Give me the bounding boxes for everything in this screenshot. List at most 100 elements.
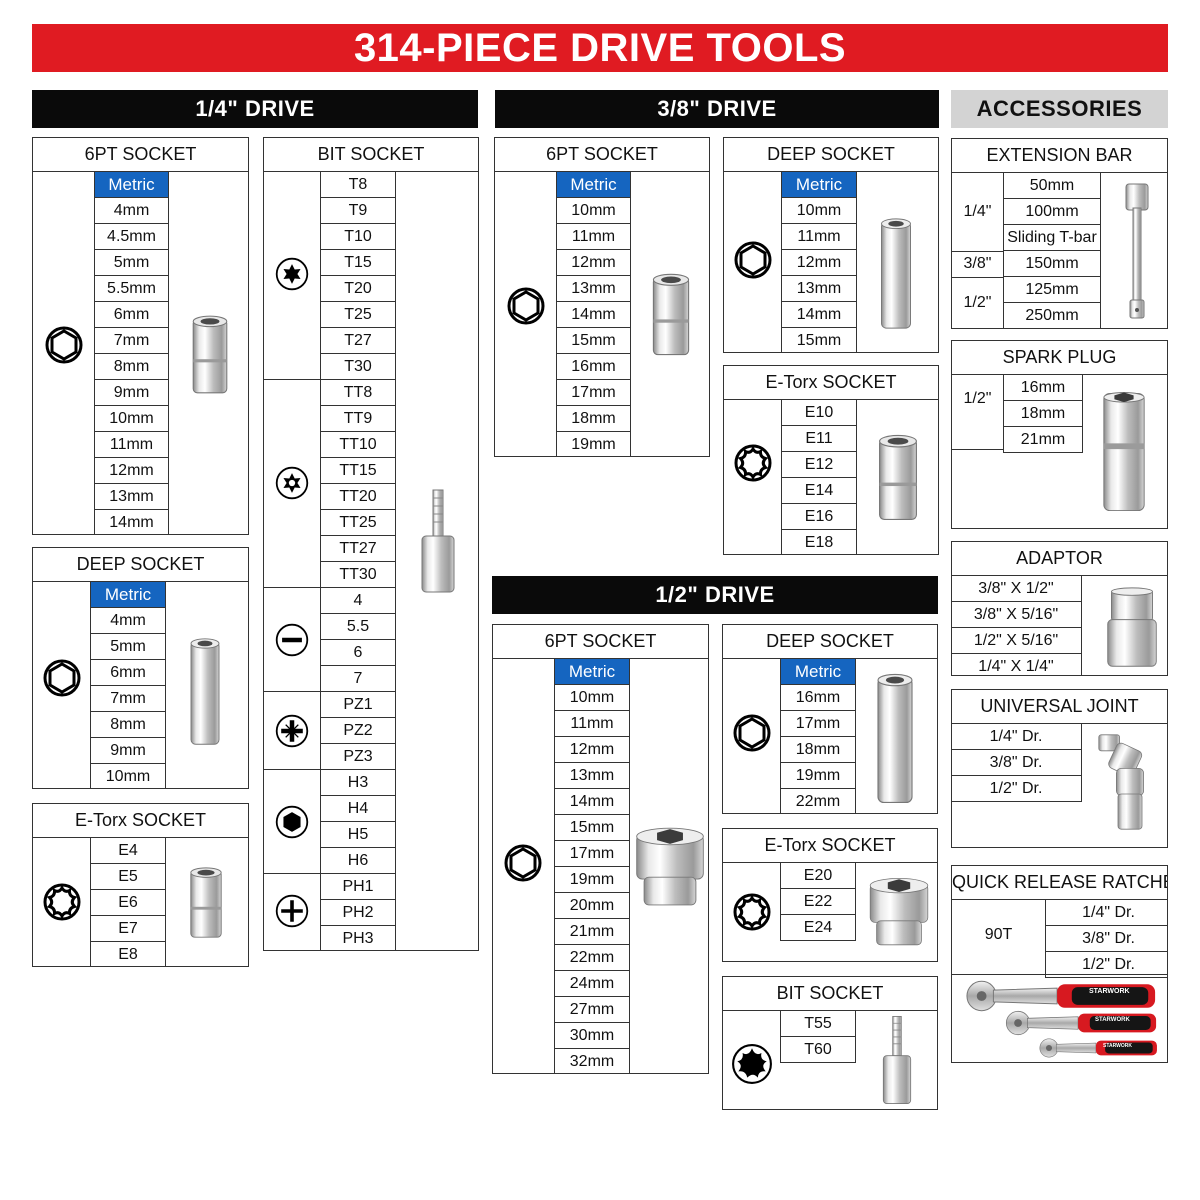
size-column: E10 E11 E12 E14 E16 E18 [781, 400, 857, 554]
panel-title: ADAPTOR [952, 542, 1167, 576]
bit-cell: T9 [321, 198, 395, 224]
ratchet-cell: 1/4" Dr. [1046, 900, 1167, 926]
size-cell: 12mm [95, 458, 168, 484]
metric-header: Metric [557, 172, 630, 198]
size-column: E4 E5 E6 E7 E8 [90, 838, 166, 966]
ratchet-cell: 1/2" Dr. [1046, 952, 1167, 978]
group-divider [952, 277, 1004, 278]
size-cell: 7mm [95, 328, 168, 354]
bit-cell: PZ2 [321, 718, 395, 744]
size-cell: 19mm [571, 436, 616, 453]
bit-cell: T30 [321, 354, 395, 380]
group-divider [264, 769, 321, 770]
size-cell: 13mm [95, 484, 168, 510]
adaptor-panel: ADAPTOR 3/8" X 1/2" 3/8" X 5/16" 1/2" X … [951, 541, 1168, 676]
size-cell: 13mm [782, 276, 856, 302]
quarter-bit-socket-panel: BIT SOCKET T8 T9 T10 T15 T20 T25 T27 T30… [263, 137, 479, 951]
panel-title: DEEP SOCKET [723, 625, 937, 659]
bit-cell: TT20 [321, 484, 395, 510]
bit-cell: 5.5 [321, 614, 395, 640]
etorx-socket-photo [187, 864, 225, 942]
quarter-drive-header: 1/4" DRIVE [32, 90, 478, 128]
ratchet-brand-label: STARWORK [1089, 988, 1130, 995]
size-cell: T55 [781, 1011, 855, 1037]
ratchet-brand-label: STARWORK [1103, 1043, 1132, 1049]
size-cell: 27mm [555, 997, 629, 1023]
bit-cell: PH3 [342, 930, 374, 947]
hex-socket-icon [506, 286, 546, 326]
size-cell: 7mm [91, 686, 165, 712]
size-cell: E10 [782, 400, 856, 426]
half-bit-socket-panel: BIT SOCKET T55 T60 [722, 976, 938, 1110]
accessories-header: ACCESSORIES [951, 90, 1168, 128]
pozidriv-icon [274, 713, 310, 749]
extension-bar-panel: EXTENSION BAR 50mm 100mm Sliding T-bar 1… [951, 138, 1168, 329]
size-cell: 11mm [95, 432, 168, 458]
size-cell: 22mm [555, 945, 629, 971]
size-column: 3/8" X 1/2" 3/8" X 5/16" 1/2" X 5/16" 1/… [952, 576, 1082, 675]
group-divider [264, 379, 321, 380]
drive-size-label: 1/2" [963, 294, 992, 311]
ratchet-medium-photo [1004, 1008, 1160, 1038]
drive-size-label: 3/8" [963, 255, 992, 272]
deep-socket-photo [186, 636, 224, 748]
hex-socket-icon [42, 658, 82, 698]
spark-plug-panel: SPARK PLUG 16mm 18mm 21mm 1/2" [951, 340, 1168, 529]
size-cell: 17mm [557, 380, 630, 406]
size-cell: 18mm [1004, 401, 1082, 427]
group-divider [264, 587, 321, 588]
bit-cell: TT9 [321, 406, 395, 432]
size-cell: E4 [91, 838, 165, 864]
etorx-socket-photo [867, 869, 931, 955]
adaptor-photo [1104, 586, 1160, 670]
half-etorx-socket-panel: E-Torx SOCKET E20 E22 E24 [722, 828, 938, 962]
three-eighths-drive-header: 3/8" DRIVE [495, 90, 939, 128]
quarter-etorx-socket-panel: E-Torx SOCKET E4 E5 E6 E7 E8 [32, 803, 249, 967]
panel-title: 6PT SOCKET [493, 625, 708, 659]
etorx-socket-icon [733, 443, 773, 483]
size-cell: 8mm [91, 712, 165, 738]
panel-title: E-Torx SOCKET [33, 804, 248, 838]
size-cell: 13mm [555, 763, 629, 789]
length-column: 50mm 100mm Sliding T-bar 150mm 125mm 250… [1003, 173, 1101, 328]
panel-title: EXTENSION BAR [952, 139, 1167, 173]
size-cell: 16mm [557, 354, 630, 380]
length-cell: 150mm [1004, 251, 1100, 277]
bit-cell: TT10 [321, 432, 395, 458]
size-cell: E24 [781, 915, 855, 941]
size-cell: 14mm [555, 789, 629, 815]
metric-header: Metric [95, 172, 168, 198]
size-column: Metric 4mm 5mm 6mm 7mm 8mm 9mm 10mm [90, 582, 166, 788]
drive-size-label: 1/4" [963, 203, 992, 220]
panel-title: BIT SOCKET [264, 138, 478, 172]
size-cell: 30mm [555, 1023, 629, 1049]
size-cell: 20mm [555, 893, 629, 919]
metric-header: Metric [91, 582, 165, 608]
bit-cell: TT27 [321, 536, 395, 562]
hex-socket-icon [733, 240, 773, 280]
bit-cell: H5 [321, 822, 395, 848]
hex-socket-icon [44, 325, 84, 365]
length-cell: 250mm [1025, 307, 1079, 324]
bit-cell: H4 [321, 796, 395, 822]
size-column: Metric 10mm 11mm 12mm 13mm 14mm 15mm 17m… [554, 659, 630, 1073]
size-cell: 19mm [781, 763, 855, 789]
torx-icon [274, 256, 310, 292]
size-cell: 4.5mm [95, 224, 168, 250]
drive-size-label: 1/2" [963, 390, 992, 407]
size-cell: E5 [91, 864, 165, 890]
size-cell: 10mm [557, 198, 630, 224]
extension-bar-photo [1122, 181, 1152, 323]
size-cell: E20 [781, 863, 855, 889]
panel-title: DEEP SOCKET [724, 138, 938, 172]
size-cell: 17mm [555, 841, 629, 867]
quarter-deep-socket-panel: DEEP SOCKET Metric 4mm 5mm 6mm 7mm 8mm 9… [32, 547, 249, 789]
size-cell: 18mm [557, 406, 630, 432]
size-cell: 12mm [782, 250, 856, 276]
size-cell: 22mm [795, 793, 841, 810]
size-cell: 14mm [557, 302, 630, 328]
size-cell: 13mm [557, 276, 630, 302]
size-cell: 5mm [91, 634, 165, 660]
length-cell: 50mm [1004, 173, 1100, 199]
etorx-socket-photo [872, 432, 924, 524]
